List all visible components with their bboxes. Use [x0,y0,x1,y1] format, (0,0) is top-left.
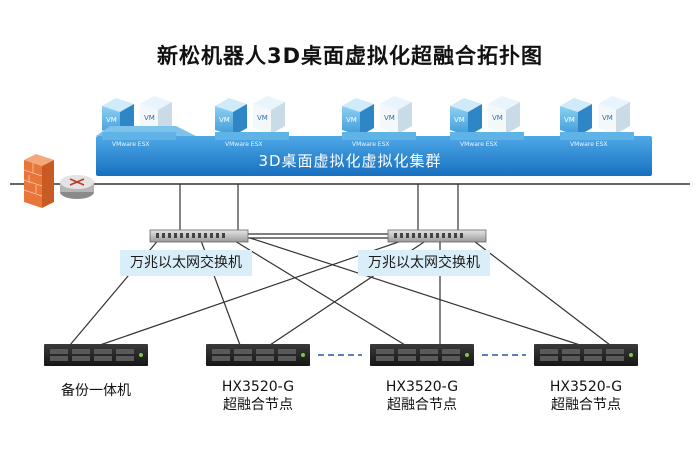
svg-text:VM: VM [257,114,268,122]
svg-text:VM: VM [602,114,613,122]
svg-text:VM: VM [492,114,503,122]
vm-host-group: VM VM [450,96,520,136]
host-tag: VMware ESX [112,141,150,148]
svg-text:VM: VM [384,114,395,122]
node-label: 备份一体机 [41,382,151,400]
cluster-label: 3D桌面虚拟化虚拟化集群 [258,152,442,170]
node-role: 超融合节点 [551,397,621,413]
svg-text:VM: VM [144,114,155,122]
vm-host-group: VM VM [342,96,412,136]
switch-icon [387,229,487,243]
vm-cube-icon: VM [253,96,285,134]
switch-label: 万兆以太网交换机 [358,250,490,276]
vm-cube-icon: VM [488,96,520,134]
node-label: HX3520-G 超融合节点 [531,378,641,414]
node-name: HX3520-G [221,379,295,395]
router-icon [60,175,94,199]
server-icon [206,344,310,366]
node-label: HX3520-G 超融合节点 [367,378,477,414]
vm-cube-icon: VM [560,98,592,136]
uplinks [179,184,459,232]
svg-text:VM: VM [106,116,117,124]
switch-icon [149,229,249,243]
host-tag: VMware ESX [225,141,263,148]
node-role: 超融合节点 [223,397,293,413]
server-icon [370,344,474,366]
node-name: HX3520-G [549,379,623,395]
vm-cube-icon: VM [450,98,482,136]
svg-text:VM: VM [346,116,357,124]
node-name: HX3520-G [385,379,459,395]
host-slabs [102,132,634,140]
switch-label: 万兆以太网交换机 [120,250,252,276]
vm-host-group: VM VM [560,96,630,136]
svg-text:VM: VM [564,116,575,124]
vm-cube-icon: VM [342,98,374,136]
host-tags: VMware ESX VMware ESX VMware ESX VMware … [112,141,608,148]
svg-text:VM: VM [454,116,465,124]
node-label: HX3520-G 超融合节点 [203,378,313,414]
cluster-bar [96,136,652,176]
host-tag: VMware ESX [570,141,608,148]
svg-text:VM: VM [219,116,230,124]
host-tag: VMware ESX [460,141,498,148]
node-role: 超融合节点 [387,397,457,413]
vm-host-group: VM VM [96,96,196,136]
page-title: 新松机器人3D桌面虚拟化超融合拓扑图 [156,44,544,68]
firewall-icon [23,154,54,208]
server-icon [44,344,148,366]
vm-cube-icon: VM [380,96,412,134]
inter-switch-link [248,233,390,239]
vm-cube-icon: VM [215,98,247,136]
host-tag: VMware ESX [352,141,390,148]
server-icon [534,344,638,366]
vm-host-group: VM VM [215,96,285,136]
vm-cube-icon: VM [598,96,630,134]
node-name: 备份一体机 [61,383,131,399]
